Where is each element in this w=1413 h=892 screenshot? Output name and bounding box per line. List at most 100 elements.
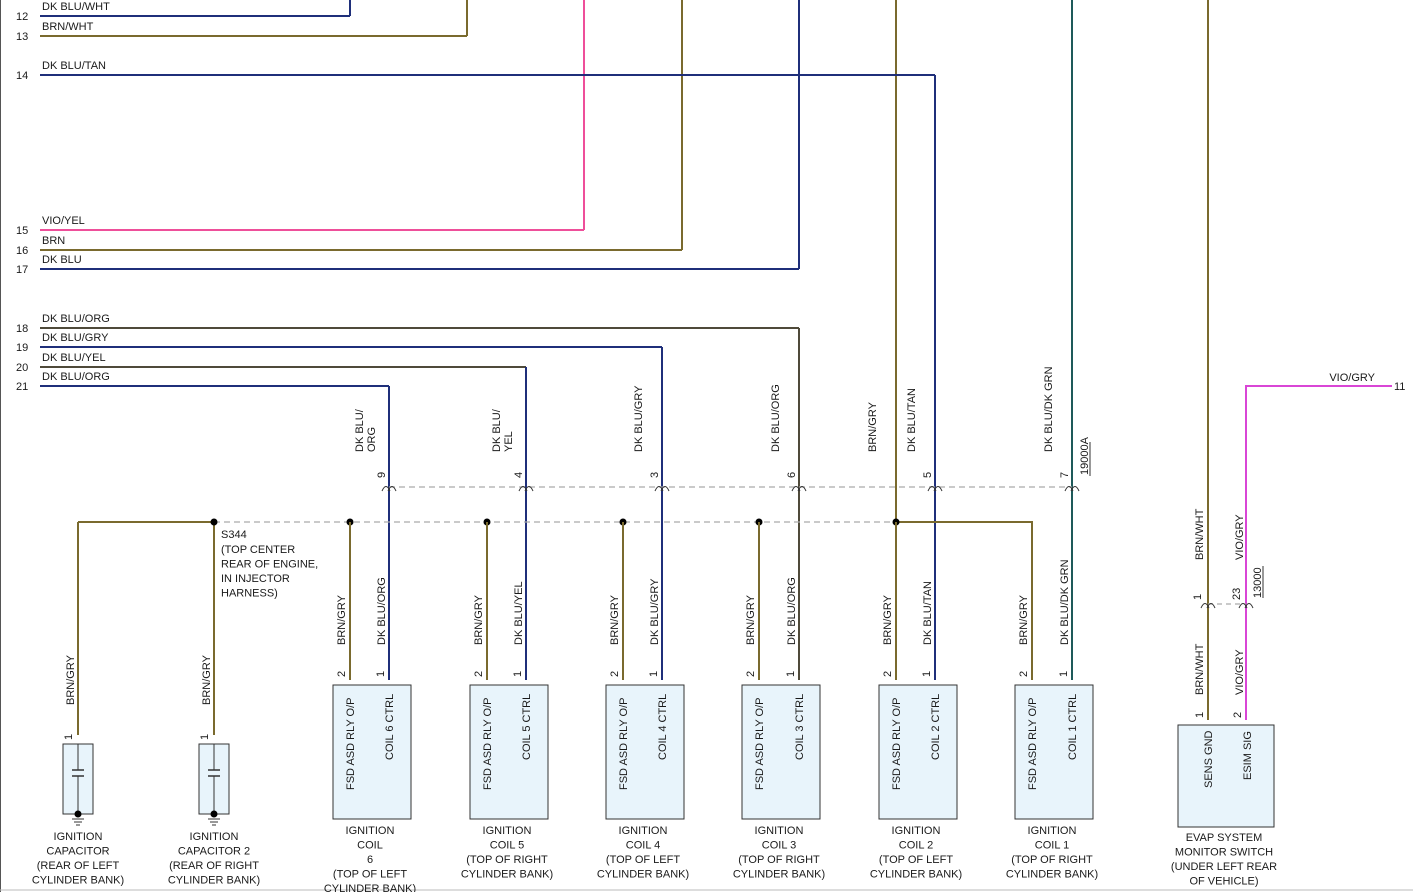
- coil-4-brn-label: BRN/GRY: [882, 594, 894, 645]
- cap-wire-label-1: BRN/GRY: [201, 654, 213, 705]
- coil-0-name-0: IGNITION: [346, 825, 395, 837]
- ignition-coil-3-body: [741, 684, 821, 820]
- coil-4-name-2: (TOP OF LEFT: [879, 854, 953, 866]
- coil-4-term-b: COIL 2 CTRL: [930, 694, 942, 760]
- evap-pin-b: 2: [1232, 712, 1244, 718]
- coil-3-name-0: IGNITION: [755, 825, 804, 837]
- coil-2-pin-b: 1: [648, 671, 660, 677]
- splice-dot-0: [210, 518, 218, 526]
- coil-0-name-1: COIL: [357, 840, 383, 852]
- upper-wire-label-6-0: DK BLU/DK GRN: [1043, 366, 1055, 452]
- cap-name-1-3: CYLINDER BANK): [168, 875, 260, 887]
- evap-conn-right-a: [1238, 603, 1248, 609]
- pin-17: 17: [16, 264, 28, 276]
- upper-connector-4-b: [524, 486, 534, 492]
- cap-pin-0: 1: [63, 734, 75, 740]
- upper-wire-label-3-0: DK BLU/ORG: [770, 384, 782, 452]
- cap-wire-label-0: BRN/GRY: [65, 654, 77, 705]
- upper-pin-4: 4: [513, 472, 525, 478]
- evap-wire-top-left: BRN/WHT: [1194, 508, 1206, 560]
- coil-3-name-3: CYLINDER BANK): [733, 869, 825, 881]
- ignition-coil-5-body: [1014, 684, 1094, 820]
- coil-4-pin-b: 1: [921, 671, 933, 677]
- coil-5-pin-a: 2: [1018, 671, 1030, 677]
- splice-desc-1: REAR OF ENGINE,: [221, 559, 318, 571]
- evap-name-0: EVAP SYSTEM: [1186, 832, 1263, 844]
- coil-0-name-3: (TOP OF LEFT: [333, 869, 407, 881]
- cap-name-1-1: CAPACITOR 2: [178, 846, 250, 858]
- upper-connector-6-b: [797, 486, 807, 492]
- cap-name-0-3: CYLINDER BANK): [32, 875, 124, 887]
- ignition-coil-1-body: [469, 684, 549, 820]
- ignition-coil-0-body: [332, 684, 412, 820]
- coil-5-name-0: IGNITION: [1028, 825, 1077, 837]
- pin-13: 13: [16, 31, 28, 43]
- coil-4-ctrl-label: DK BLU/TAN: [922, 581, 934, 645]
- coil-0-pin-a: 2: [336, 671, 348, 677]
- evap-wire-bottom-right: VIO/GRY: [1234, 649, 1246, 695]
- coil-5-name-3: CYLINDER BANK): [1006, 869, 1098, 881]
- evap-switch-body: [1177, 724, 1275, 828]
- evap-right-wire-label: VIO/GRY: [1329, 372, 1375, 384]
- upper-pin-6: 6: [786, 472, 798, 478]
- upper-wire-label-1-1: YEL: [503, 431, 515, 452]
- cap-name-0-1: CAPACITOR: [46, 846, 109, 858]
- cap-name-0-0: IGNITION: [54, 831, 103, 843]
- splice-name: S344: [221, 529, 247, 541]
- upper-connector-7-b: [1070, 486, 1080, 492]
- upper-connector-9-b: [387, 486, 397, 492]
- coil-4-term-a: FSD ASD RLY O/P: [891, 697, 903, 790]
- evap-conn-left-a: [1200, 603, 1210, 609]
- wire-label-12: DK BLU/WHT: [42, 1, 110, 13]
- upper-wire-label-1-0: DK BLU/: [491, 408, 503, 452]
- coil-2-ctrl-label: DK BLU/GRY: [649, 578, 661, 645]
- coil-1-brn-label: BRN/GRY: [473, 594, 485, 645]
- coil-3-term-a: FSD ASD RLY O/P: [754, 697, 766, 790]
- upper-connector-3-b: [660, 486, 670, 492]
- coil-0-term-a: FSD ASD RLY O/P: [345, 697, 357, 790]
- wire-label-16: BRN: [42, 235, 65, 247]
- splice-bus-right: [896, 521, 1033, 680]
- coil-0-brn-label: BRN/GRY: [336, 594, 348, 645]
- coil-1-name-1: COIL 5: [490, 840, 524, 852]
- coil-2-term-a: FSD ASD RLY O/P: [618, 697, 630, 790]
- upper-wire-label-0-0: DK BLU/: [354, 408, 366, 452]
- upper-connector-9-a: [381, 486, 391, 492]
- coil-5-name-1: COIL 1: [1035, 840, 1069, 852]
- upper-wire-label-0-1: ORG: [366, 427, 378, 452]
- wire-label-19: DK BLU/GRY: [42, 332, 109, 344]
- evap-conn-right-b: [1244, 603, 1254, 609]
- evap-term-a: SENS GND: [1203, 730, 1215, 788]
- evap-term-b: ESIM SIG: [1242, 731, 1254, 780]
- upper-connector-3-a: [654, 486, 664, 492]
- pin-16: 16: [16, 245, 28, 257]
- cap-name-1-2: (REAR OF RIGHT: [169, 860, 259, 872]
- wire-label-18: DK BLU/ORG: [42, 313, 110, 325]
- pin-20: 20: [16, 362, 28, 374]
- coil-5-ctrl-label: DK BLU/DK GRN: [1059, 559, 1071, 645]
- pin-19: 19: [16, 342, 28, 354]
- coil-0-term-b: COIL 6 CTRL: [384, 694, 396, 760]
- pin-12: 12: [16, 11, 28, 23]
- coil-0-ctrl-label: DK BLU/ORG: [376, 577, 388, 645]
- coil-4-name-0: IGNITION: [892, 825, 941, 837]
- coil-5-term-b: COIL 1 CTRL: [1067, 694, 1079, 760]
- wire-label-15: VIO/YEL: [42, 215, 85, 227]
- pin-14: 14: [16, 70, 28, 82]
- cap-pin-1: 1: [199, 734, 211, 740]
- coil-0-name-2: 6: [367, 854, 373, 866]
- coil-1-name-0: IGNITION: [483, 825, 532, 837]
- evap-conn-ref: 13000: [1252, 567, 1264, 598]
- coil-2-term-b: COIL 4 CTRL: [657, 694, 669, 760]
- upper-connector-7-a: [1064, 486, 1074, 492]
- coil-3-term-b: COIL 3 CTRL: [794, 694, 806, 760]
- evap-name-3: OF VEHICLE): [1189, 876, 1258, 888]
- coil-1-ctrl-label: DK BLU/YEL: [513, 581, 525, 645]
- wire-label-13: BRN/WHT: [42, 21, 94, 33]
- upper-pin-7: 7: [1059, 472, 1071, 478]
- cap-name-0-2: (REAR OF LEFT: [37, 860, 120, 872]
- upper-pin-5: 5: [922, 472, 934, 478]
- coil-2-pin-a: 2: [609, 671, 621, 677]
- coil-5-pin-b: 1: [1058, 671, 1070, 677]
